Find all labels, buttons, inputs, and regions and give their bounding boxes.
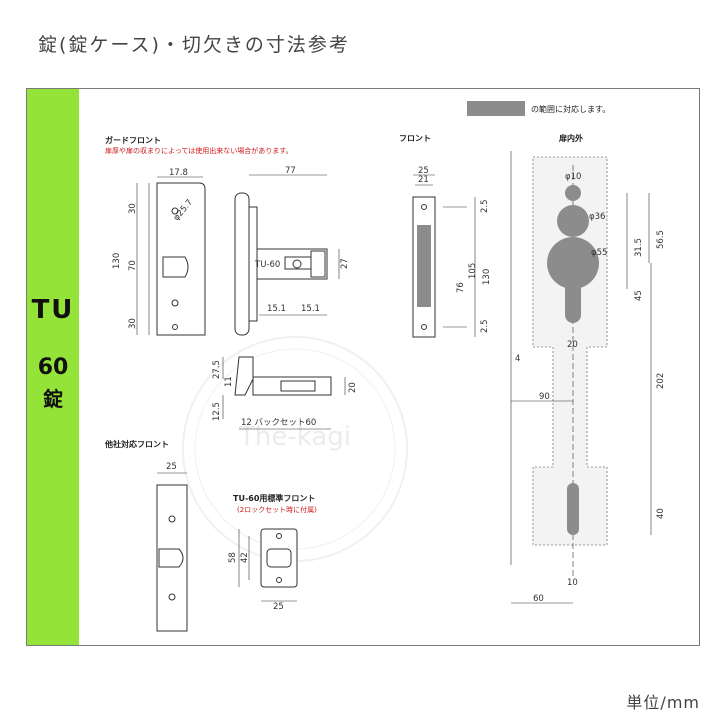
sidebar-model-tu: TU — [31, 295, 75, 325]
fr-d-dim: 130 — [482, 269, 492, 285]
sf-42-dim: 42 — [240, 552, 250, 563]
guard-front-note: 扉厚や扉の収まりによっては使用出来ない場合があります。 — [105, 146, 293, 155]
of-width-dim: 25 — [166, 462, 177, 472]
fr-a-dim: 2.5 — [480, 199, 490, 213]
std-front-section: TU-60用標準フロント (2ロックセット時に付属) 58 42 25 — [228, 493, 317, 612]
door-title: 扉内外 — [558, 133, 583, 143]
model-sidebar: TU 60 錠 — [27, 89, 79, 645]
case-mark: TU-60 — [254, 260, 280, 270]
gf-mid-dim: 70 — [128, 260, 138, 271]
d-10b-dim: 10 — [567, 578, 578, 588]
legend-swatch — [467, 101, 525, 116]
d-90-dim: 90 — [539, 392, 550, 402]
fr-b-dim: 76 — [456, 282, 466, 293]
fr-w2-dim: 21 — [418, 175, 429, 185]
case-a-dim: 15.1 — [267, 304, 286, 314]
sidebar-model-60: 60 — [37, 355, 69, 380]
backset-label: 12 バックセット60 — [241, 418, 316, 428]
lock-case-side-view: 27.5 11 12.5 20 12 バックセット60 — [212, 356, 358, 430]
gf-top-dim: 30 — [128, 203, 138, 214]
d-10-dim: φ10 — [565, 172, 581, 182]
side-d-dim: 20 — [348, 382, 358, 393]
sidebar-model-lock: 錠 — [43, 387, 63, 411]
gf-total-dim: 130 — [112, 253, 122, 269]
d-55-dim: φ55 — [591, 248, 607, 258]
door-section: 扉内外 φ10 φ36 φ55 31.5 56.5 45 20 4 90 202 — [510, 133, 666, 604]
std-front-note: (2ロックセット時に付属) — [237, 505, 317, 514]
case-h-dim: 27 — [340, 258, 350, 269]
d-315-dim: 31.5 — [634, 238, 644, 257]
front-section: フロント 25 21 2.5 76 105 130 2.5 — [399, 134, 492, 338]
technical-drawing: The-kagi の範囲に対応します。 ガードフロント 扉厚や扉の収まりによって… — [104, 101, 666, 632]
sf-58-dim: 58 — [228, 552, 238, 563]
watermark-text: The-kagi — [238, 422, 351, 452]
side-b-dim: 11 — [224, 376, 234, 387]
guard-front-title: ガードフロント — [105, 135, 161, 145]
d-4-dim: 4 — [515, 354, 520, 364]
watermark: The-kagi — [182, 336, 408, 562]
fr-w1-dim: 25 — [418, 166, 429, 176]
d-60-dim: 60 — [533, 594, 544, 604]
d-565-dim: 56.5 — [656, 230, 666, 249]
std-front-title: TU-60用標準フロント — [233, 493, 315, 503]
guard-front-section: ガードフロント 扉厚や扉の収まりによっては使用出来ない場合があります。 17.8… — [105, 135, 293, 336]
front-title: フロント — [399, 134, 431, 143]
gf-bot-dim: 30 — [128, 318, 138, 329]
d-202-dim: 202 — [656, 373, 666, 389]
side-c-dim: 12.5 — [212, 402, 222, 421]
fr-c-dim: 105 — [468, 263, 478, 279]
case-len-dim: 77 — [285, 166, 296, 176]
case-b-dim: 15.1 — [301, 304, 320, 314]
page-title: 錠(錠ケース)・切欠きの寸法参考 — [38, 34, 350, 56]
d-36-dim: φ36 — [589, 212, 605, 222]
d-40-dim: 40 — [656, 508, 666, 519]
gf-width-dim: 17.8 — [169, 168, 188, 178]
sf-25-dim: 25 — [273, 602, 284, 612]
units-label: 単位/mm — [626, 693, 700, 712]
legend-text: の範囲に対応します。 — [531, 104, 610, 114]
other-front-section: 他社対応フロント 25 — [104, 439, 188, 632]
d-20-dim: 20 — [567, 340, 578, 350]
side-a-dim: 27.5 — [212, 360, 222, 379]
diagram-frame: TU 60 錠 The-kagi の範囲に対応します。 ガードフロント 扉厚や扉… — [26, 88, 700, 646]
d-45-dim: 45 — [634, 290, 644, 301]
other-front-title: 他社対応フロント — [104, 439, 169, 449]
fr-e-dim: 2.5 — [480, 319, 490, 333]
lock-case-top-view: TU-60 77 27 15.1 15.1 — [234, 166, 350, 336]
